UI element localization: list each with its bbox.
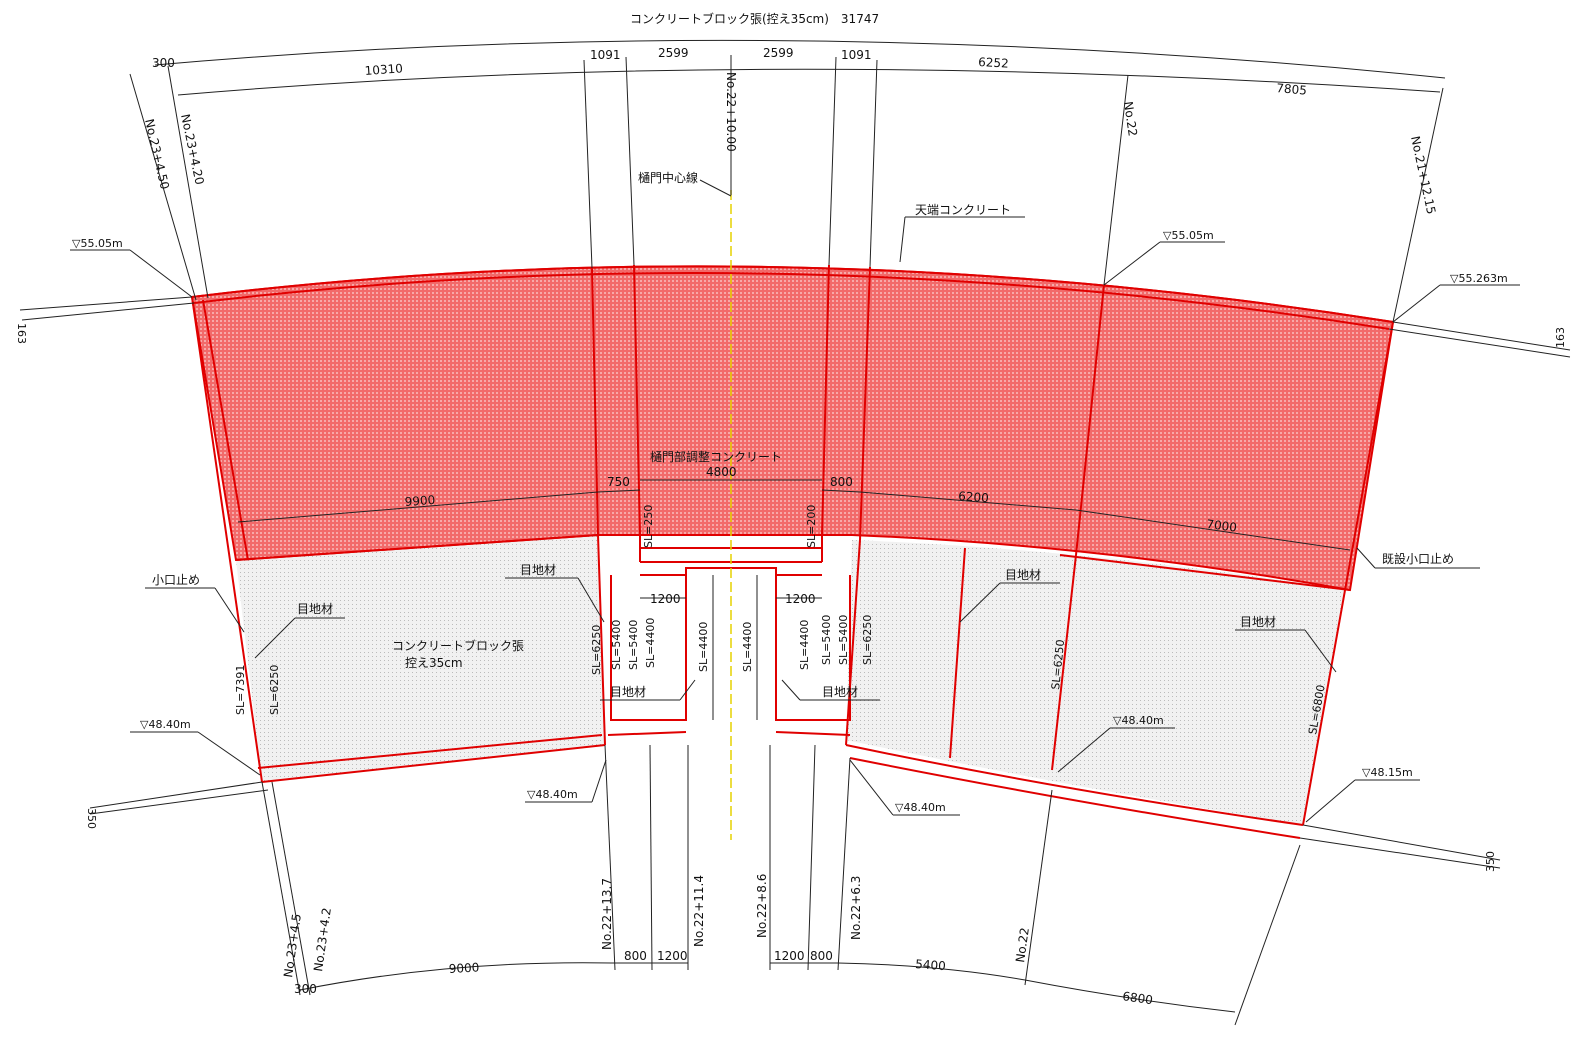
station-bot-6: No.22+6.3 bbox=[849, 876, 863, 940]
level-bot-left: ▽48.40m bbox=[140, 718, 191, 731]
sl-7391: SL=7391 bbox=[234, 665, 247, 715]
bottom-dimension-lines bbox=[89, 744, 1501, 1026]
level-bot-c2: ▽48.40m bbox=[895, 801, 946, 814]
existing-koguchi-label: 既設小口止め bbox=[1382, 551, 1454, 566]
station-bot-4: No.22+11.4 bbox=[692, 875, 706, 947]
joint-label-5: 目地材 bbox=[610, 685, 646, 699]
level-top-left: ▽55.05m bbox=[72, 237, 123, 250]
level-bot-right: ▽48.15m bbox=[1362, 766, 1413, 779]
sl-6250-b: SL=6250 bbox=[590, 625, 603, 675]
station-top-5: No.21+12.15 bbox=[1408, 135, 1438, 216]
koguchi-label: 小口止め bbox=[152, 573, 200, 587]
sl-5400-a: SL=5400 bbox=[610, 620, 623, 670]
sl-4400-b: SL=4400 bbox=[697, 622, 710, 672]
mid-dim-7000: 7000 bbox=[1206, 517, 1238, 535]
station-bot-1: No.23+4.5 bbox=[281, 913, 304, 979]
top-dimension-lines bbox=[19, 39, 1571, 358]
sluice-center-label: 樋門中心線 bbox=[638, 170, 698, 185]
side-dim-163-left: 163 bbox=[15, 323, 28, 344]
bot-dim-800-b: 800 bbox=[810, 949, 833, 963]
side-dim-350-right: 350 bbox=[1484, 851, 1497, 872]
top-dim-7805: 7805 bbox=[1276, 81, 1308, 98]
bot-dim-6800: 6800 bbox=[1122, 989, 1154, 1007]
block-pavement-left bbox=[236, 535, 605, 782]
top-dim-300: 300 bbox=[152, 56, 175, 70]
joint-label-4: 目地材 bbox=[1240, 615, 1276, 629]
mid-dim-800: 800 bbox=[830, 475, 853, 489]
sl-5400-b: SL=5400 bbox=[627, 620, 640, 670]
top-dim-6252: 6252 bbox=[978, 55, 1009, 71]
mid-dim-4800: 4800 bbox=[706, 465, 737, 479]
mid-dimension-lines bbox=[237, 479, 1351, 720]
block-pavement-label-2: 控え35cm bbox=[405, 656, 463, 670]
sl-4400-c: SL=4400 bbox=[741, 622, 754, 672]
sl-5400-c: SL=5400 bbox=[820, 615, 833, 665]
bot-dim-300: 300 bbox=[294, 982, 317, 996]
top-dim-1091-b: 1091 bbox=[841, 48, 872, 62]
top-dim-1091-a: 1091 bbox=[590, 48, 621, 62]
station-bot-3: No.22+13.7 bbox=[600, 878, 614, 950]
bot-dim-9000: 9000 bbox=[448, 960, 479, 976]
sl-200: SL=200 bbox=[805, 505, 818, 548]
adjust-concrete-label: 樋門部調整コンクリート bbox=[650, 449, 782, 464]
mid-dim-6200: 6200 bbox=[958, 489, 989, 505]
crown-concrete-label: 天端コンクリート bbox=[915, 203, 1011, 217]
block-pavement-label-1: コンクリートブロック張 bbox=[392, 638, 524, 653]
side-dim-350-left: 350 bbox=[85, 808, 98, 829]
bot-dim-5400: 5400 bbox=[915, 957, 946, 973]
mid-dim-9900: 9900 bbox=[404, 493, 435, 509]
sl-6250-c: SL=6250 bbox=[861, 615, 874, 665]
sl-4400-d: SL=4400 bbox=[798, 620, 811, 670]
station-top-1: No.23+4.50 bbox=[142, 118, 172, 191]
bot-dim-1200-a: 1200 bbox=[657, 949, 688, 963]
station-top-3: No.22+10.00 bbox=[724, 72, 738, 152]
crown-concrete-line bbox=[191, 265, 1394, 323]
sl-4400-a: SL=4400 bbox=[644, 618, 657, 668]
leader-lines bbox=[70, 179, 1520, 823]
level-bot-c1: ▽48.40m bbox=[527, 788, 578, 801]
station-bot-5: No.22+8.6 bbox=[755, 874, 769, 938]
level-top-mid: ▽55.05m bbox=[1163, 229, 1214, 242]
pavement-outlines bbox=[191, 296, 1394, 839]
level-top-right: ▽55.263m bbox=[1450, 272, 1508, 285]
top-dim-2599-b: 2599 bbox=[763, 46, 794, 60]
joint-label-6: 目地材 bbox=[822, 685, 858, 699]
joint-label-1: 目地材 bbox=[297, 602, 333, 616]
inner-dim-1200-right: 1200 bbox=[785, 592, 816, 606]
sl-250: SL=250 bbox=[642, 505, 655, 548]
mid-dim-750: 750 bbox=[607, 475, 630, 489]
top-dim-2599-a: 2599 bbox=[658, 46, 689, 60]
sl-6250-d: SL=6250 bbox=[1049, 639, 1067, 690]
station-top-4: No.22 bbox=[1121, 100, 1140, 137]
bot-dim-800-a: 800 bbox=[624, 949, 647, 963]
joint-label-2: 目地材 bbox=[520, 563, 556, 577]
level-bot-mid: ▽48.40m bbox=[1113, 714, 1164, 727]
bot-dim-1200-b: 1200 bbox=[774, 949, 805, 963]
station-bot-2: No.23+4.2 bbox=[311, 907, 334, 973]
joint-label-3: 目地材 bbox=[1005, 568, 1041, 582]
station-bot-7: No.22 bbox=[1013, 927, 1032, 964]
adjust-concrete-area bbox=[190, 265, 1395, 592]
block-pavement-right bbox=[846, 540, 1345, 825]
top-dim-10310: 10310 bbox=[364, 61, 403, 78]
inner-dim-1200-left: 1200 bbox=[650, 592, 681, 606]
sl-6250-a: SL=6250 bbox=[268, 665, 281, 715]
top-overall-dim: コンクリートブロック張(控え35cm) 31747 bbox=[630, 11, 879, 26]
side-dim-163-right: 163 bbox=[1554, 327, 1567, 348]
sl-5400-d: SL=5400 bbox=[837, 615, 850, 665]
